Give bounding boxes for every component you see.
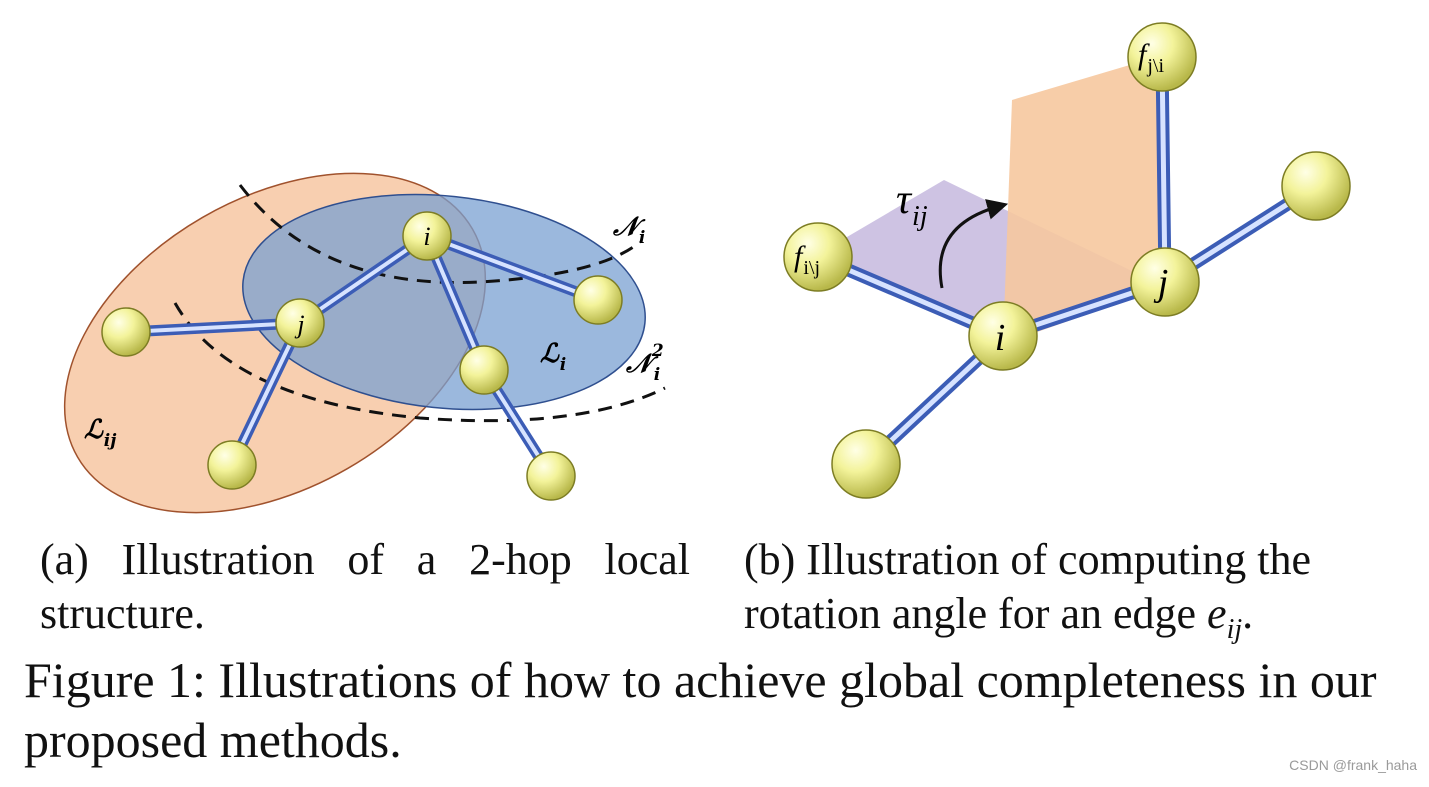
caption-panel-b-math-sub: ij <box>1226 613 1243 645</box>
caption-panel-b: (b) Illustration of computing the rotati… <box>744 533 1404 657</box>
l-ij-label: ℒij <box>84 415 117 451</box>
panel-a-nodes <box>101 211 623 501</box>
node-mid-a <box>459 345 509 395</box>
panel-b: i j fi\j fj\i τij <box>783 22 1351 499</box>
n-i-label: 𝒩i <box>612 212 646 248</box>
rotation-arrow <box>938 199 1009 289</box>
node-j-label-a: j <box>294 310 304 339</box>
figure-caption: Figure 1: Illustrations of how to achiev… <box>24 652 1377 768</box>
node-i-label-b: i <box>995 317 1006 359</box>
l-i-region <box>242 193 646 411</box>
node-bottom-a <box>207 440 257 490</box>
node-j-b <box>1130 247 1200 317</box>
n-i2-boundary <box>173 302 666 423</box>
l-i-label: ℒi <box>540 339 566 375</box>
node-i-a <box>402 211 452 261</box>
caption-panel-b-text: (b) Illustration of computing the rotati… <box>744 535 1311 638</box>
node-right-a <box>573 275 623 325</box>
caption-panel-b-suffix: . <box>1242 589 1254 638</box>
panel-b-nodes <box>783 22 1351 499</box>
node-i-b <box>968 301 1038 371</box>
tau-label: τij <box>896 177 928 232</box>
node-lowright-a <box>526 451 576 501</box>
caption-panel-a: (a) Illustration of a 2-hop local struct… <box>40 535 690 638</box>
node-j-a <box>275 298 325 348</box>
node-f-j <box>1127 22 1197 92</box>
node-left-a <box>101 307 151 357</box>
node-f-i <box>783 222 853 292</box>
plane-f-j <box>1003 56 1165 344</box>
n-i-boundary <box>238 184 641 285</box>
caption-panel-b-math: e <box>1207 589 1227 638</box>
node-bottom-b <box>831 429 901 499</box>
node-right-b <box>1281 151 1351 221</box>
node-i-label-a: i <box>423 222 430 251</box>
watermark: CSDN @frank_haha <box>1289 757 1417 773</box>
